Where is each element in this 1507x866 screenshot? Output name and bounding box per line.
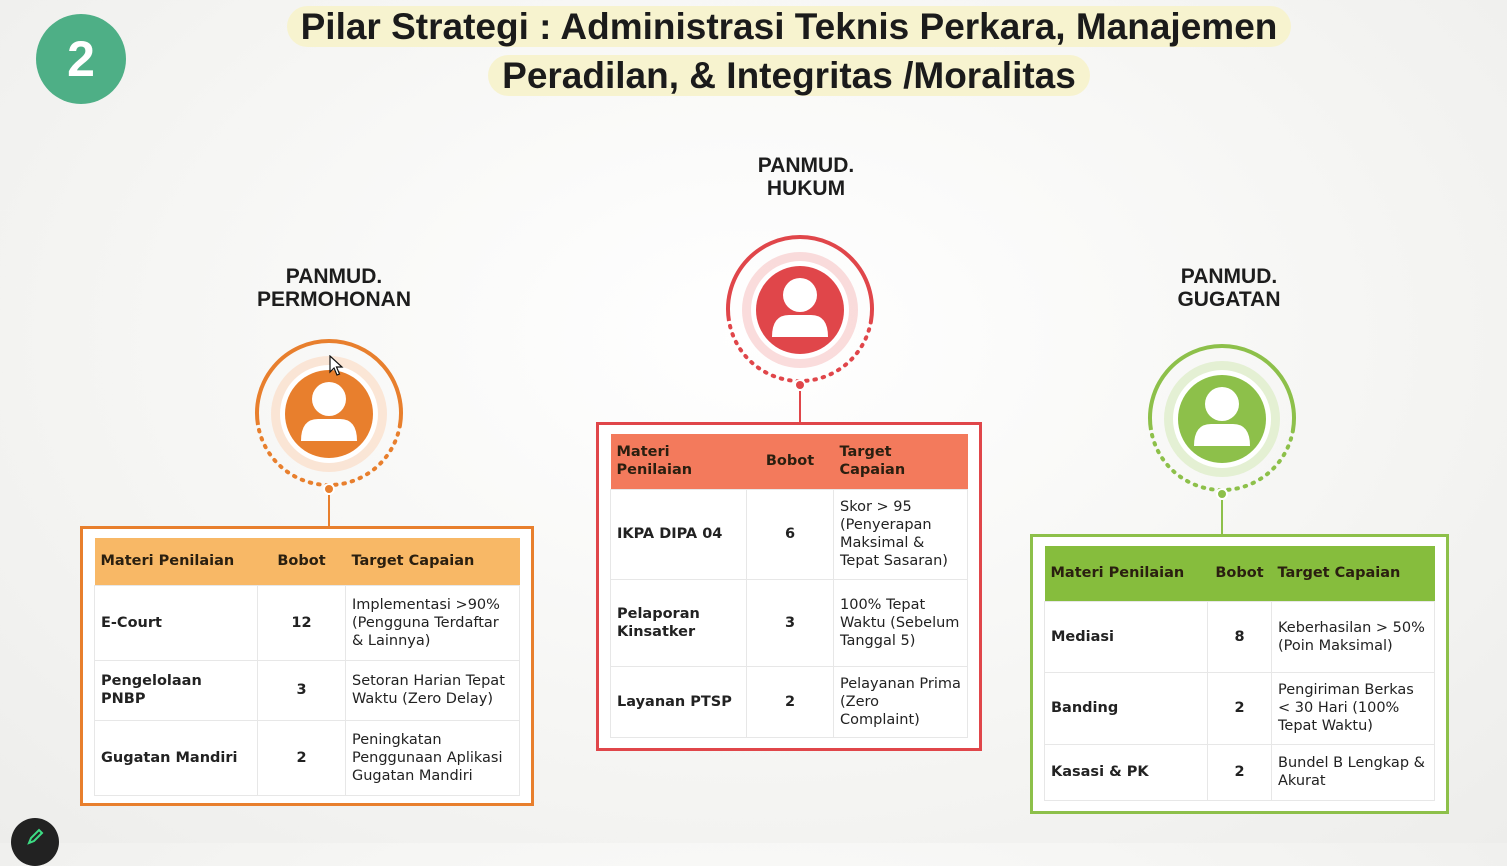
- header-bobot: Bobot: [277, 553, 326, 570]
- cell-target: Setoran Harian Tepat Waktu (Zero Delay): [345, 659, 520, 721]
- step-number-badge: 2: [36, 14, 126, 104]
- header-target: Target Capaian: [351, 553, 475, 570]
- table-gugatan: Materi Penilaian Bobot Target Capaian Me…: [1044, 546, 1435, 802]
- slide-title-text: Pilar Strategi : Administrasi Teknis Per…: [286, 6, 1292, 96]
- cell-bobot: 2: [1207, 743, 1272, 802]
- cell-bobot: 2: [257, 719, 346, 796]
- cell-materi: Kasasi & PK: [1044, 743, 1208, 802]
- table-panel-gugatan: Materi Penilaian Bobot Target Capaian Me…: [1030, 534, 1449, 814]
- cell-bobot: 2: [746, 666, 834, 738]
- annotation-tool-button[interactable]: [11, 818, 59, 866]
- cell-target: Pelayanan Prima (Zero Complaint): [833, 666, 968, 738]
- unit-label-permohonan: PANMUD. PERMOHONAN: [256, 265, 411, 311]
- cell-bobot: 8: [1207, 600, 1272, 674]
- header-materi: Materi Penilaian: [616, 444, 693, 479]
- table-row: Layanan PTSP 2 Pelayanan Prima (Zero Com…: [610, 666, 968, 738]
- header-bobot: Bobot: [765, 453, 815, 470]
- slide-title: Pilar Strategi : Administrasi Teknis Per…: [255, 2, 1323, 100]
- header-bobot: Bobot: [1215, 565, 1264, 582]
- connector-gugatan: [1221, 500, 1223, 535]
- cell-bobot: 6: [746, 488, 834, 580]
- table-panel-hukum: Materi Penilaian Bobot Target Capaian IK…: [596, 422, 982, 751]
- cell-bobot: 3: [257, 659, 346, 721]
- cell-bobot: 12: [257, 584, 346, 661]
- table-hukum: Materi Penilaian Bobot Target Capaian IK…: [610, 434, 968, 738]
- pencil-icon: [27, 828, 44, 845]
- cell-materi: E-Court: [94, 584, 258, 661]
- cell-materi: Pelaporan Kinsatker: [610, 578, 747, 668]
- table-header-row: Materi Penilaian Bobot Target Capaian: [94, 538, 520, 585]
- table-permohonan: Materi Penilaian Bobot Target Capaian E-…: [94, 538, 520, 796]
- mouse-cursor-icon: [329, 355, 344, 376]
- table-panel-permohonan: Materi Penilaian Bobot Target Capaian E-…: [80, 526, 534, 806]
- cell-target: 100% Tepat Waktu (Sebelum Tanggal 5): [833, 578, 968, 668]
- cell-target: Skor > 95 (Penyerapan Maksimal & Tepat S…: [833, 488, 968, 580]
- connector-hukum: [799, 391, 801, 423]
- table-row: Mediasi 8 Keberhasilan > 50% (Poin Maksi…: [1044, 600, 1435, 674]
- unit-label-hukum: PANMUD. HUKUM: [757, 154, 855, 200]
- cell-target: Peningkatan Penggunaan Aplikasi Gugatan …: [345, 719, 520, 796]
- cell-materi: IKPA DIPA 04: [610, 488, 747, 580]
- table-row: Banding 2 Pengiriman Berkas < 30 Hari (1…: [1044, 672, 1435, 745]
- cell-target: Pengiriman Berkas < 30 Hari (100% Tepat …: [1271, 672, 1435, 745]
- header-target: Target Capaian: [1277, 565, 1401, 582]
- cell-target: Keberhasilan > 50% (Poin Maksimal): [1271, 600, 1435, 674]
- user-icon: [255, 339, 403, 495]
- cell-materi: Gugatan Mandiri: [94, 719, 258, 796]
- table-header-row: Materi Penilaian Bobot Target Capaian: [1044, 546, 1435, 602]
- cell-target: Implementasi >90% (Pengguna Terdaftar & …: [345, 584, 520, 661]
- table-row: Gugatan Mandiri 2 Peningkatan Penggunaan…: [94, 719, 520, 796]
- cell-materi: Pengelolaan PNBP: [94, 659, 258, 721]
- table-row: Pengelolaan PNBP 3 Setoran Harian Tepat …: [94, 659, 520, 721]
- table-header-row: Materi Penilaian Bobot Target Capaian: [610, 434, 968, 490]
- cell-target: Bundel B Lengkap & Akurat: [1271, 743, 1435, 802]
- cell-bobot: 2: [1207, 672, 1272, 745]
- connector-permohonan: [328, 495, 330, 527]
- header-target: Target Capaian: [839, 444, 906, 479]
- table-row: Pelaporan Kinsatker 3 100% Tepat Waktu (…: [610, 578, 968, 668]
- table-row: IKPA DIPA 04 6 Skor > 95 (Penyerapan Mak…: [610, 488, 968, 580]
- table-row: Kasasi & PK 2 Bundel B Lengkap & Akurat: [1044, 743, 1435, 802]
- cell-bobot: 3: [746, 578, 834, 668]
- user-icon: [726, 235, 874, 391]
- header-materi: Materi Penilaian: [100, 553, 235, 570]
- cell-materi: Mediasi: [1044, 600, 1208, 674]
- table-row: E-Court 12 Implementasi >90% (Pengguna T…: [94, 584, 520, 661]
- header-materi: Materi Penilaian: [1050, 565, 1185, 582]
- cell-materi: Layanan PTSP: [610, 666, 747, 738]
- cell-materi: Banding: [1044, 672, 1208, 745]
- unit-label-gugatan: PANMUD. GUGATAN: [1177, 265, 1281, 311]
- user-icon: [1148, 344, 1296, 500]
